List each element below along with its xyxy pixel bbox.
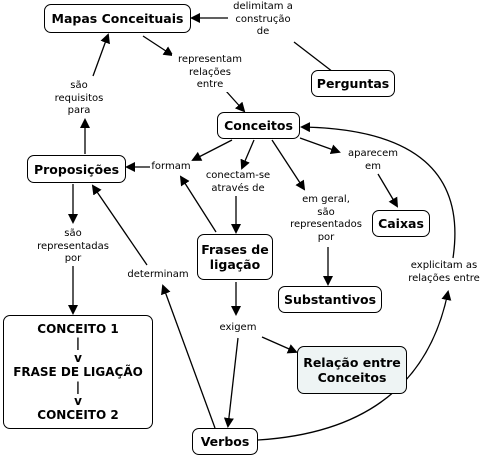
edge-conceitos-formam [191, 139, 233, 161]
edge-verbos-explicitam [257, 290, 452, 441]
box-line-conceito-1: CONCEITO 1 [37, 322, 119, 336]
edge-perguntas-delimitam [293, 41, 334, 73]
node-mapas-conceituais[interactable]: Mapas Conceituais [44, 4, 191, 33]
link-label-determinam: determinam [124, 269, 192, 282]
edge-representam-conceitos [225, 90, 246, 113]
link-label-sao-representadas: são representadas por [33, 228, 113, 266]
node-verbos-label: Verbos [200, 434, 250, 449]
box-line-frase-de-ligacao: FRASE DE LIGAÇÃO [13, 365, 143, 380]
node-caixas-label: Caixas [378, 216, 424, 231]
node-perguntas[interactable]: Perguntas [311, 70, 395, 97]
edge-conceitos-aparecem [299, 137, 341, 155]
link-label-em-geral: em geral, são representados por [286, 194, 366, 244]
node-relacao-entre-conceitos[interactable]: Relação entre Conceitos [297, 346, 407, 394]
edge-exigem-verbos [223, 337, 239, 428]
node-proposicoes[interactable]: Proposições [27, 155, 126, 183]
edge-explicitam-conceitos [300, 122, 456, 259]
link-label-conectam: conectam-se através de [202, 170, 274, 195]
link-label-sao-requisitos: são requisitos para [52, 80, 106, 118]
node-conceito-frase-conceito[interactable]: CONCEITO 1 | v FRASE DE LIGAÇÃO | v CONC… [3, 315, 153, 429]
edge-frases-formam [179, 175, 217, 233]
edge-verbos-determinam [161, 284, 216, 429]
edge-aparecem-caixas [377, 173, 399, 208]
link-label-representam: representam relações entre [172, 54, 248, 92]
box-line-bar-2: | [75, 379, 81, 394]
node-frases-de-ligacao-label: Frases de ligação [201, 242, 269, 272]
node-caixas[interactable]: Caixas [372, 210, 430, 237]
box-line-bar-1: | [75, 336, 81, 351]
link-label-explicitam: explicitam as relações entre [404, 260, 484, 285]
node-conceitos[interactable]: Conceitos [217, 112, 300, 139]
edge-determinam-proposicoes [91, 184, 148, 266]
node-conceitos-label: Conceitos [224, 118, 293, 133]
edge-requisitos-mapas [92, 33, 110, 77]
node-verbos[interactable]: Verbos [192, 428, 258, 455]
node-mapas-conceituais-label: Mapas Conceituais [51, 11, 184, 26]
link-label-exigem: exigem [214, 322, 262, 335]
node-relacao-entre-conceitos-label: Relação entre Conceitos [303, 355, 401, 385]
edge-conceitos-emgeral [271, 139, 306, 191]
box-line-conceito-2: CONCEITO 2 [37, 408, 119, 423]
link-label-formam: formam [150, 161, 192, 174]
edge-mapas-representam [142, 35, 174, 57]
node-proposicoes-label: Proposições [33, 161, 120, 177]
link-label-aparecem: aparecem em [343, 148, 403, 173]
node-perguntas-label: Perguntas [316, 76, 390, 91]
edge-conceitos-conectam [240, 139, 255, 170]
node-substantivos[interactable]: Substantivos [278, 286, 382, 313]
box-line-v-2: v [74, 393, 82, 408]
link-label-delimitam: delimitam a construção de [228, 1, 298, 39]
node-frases-de-ligacao[interactable]: Frases de ligação [197, 234, 273, 280]
edge-exigem-relacao [261, 336, 298, 354]
box-line-v-1: v [74, 350, 82, 365]
node-substantivos-label: Substantivos [283, 292, 377, 307]
